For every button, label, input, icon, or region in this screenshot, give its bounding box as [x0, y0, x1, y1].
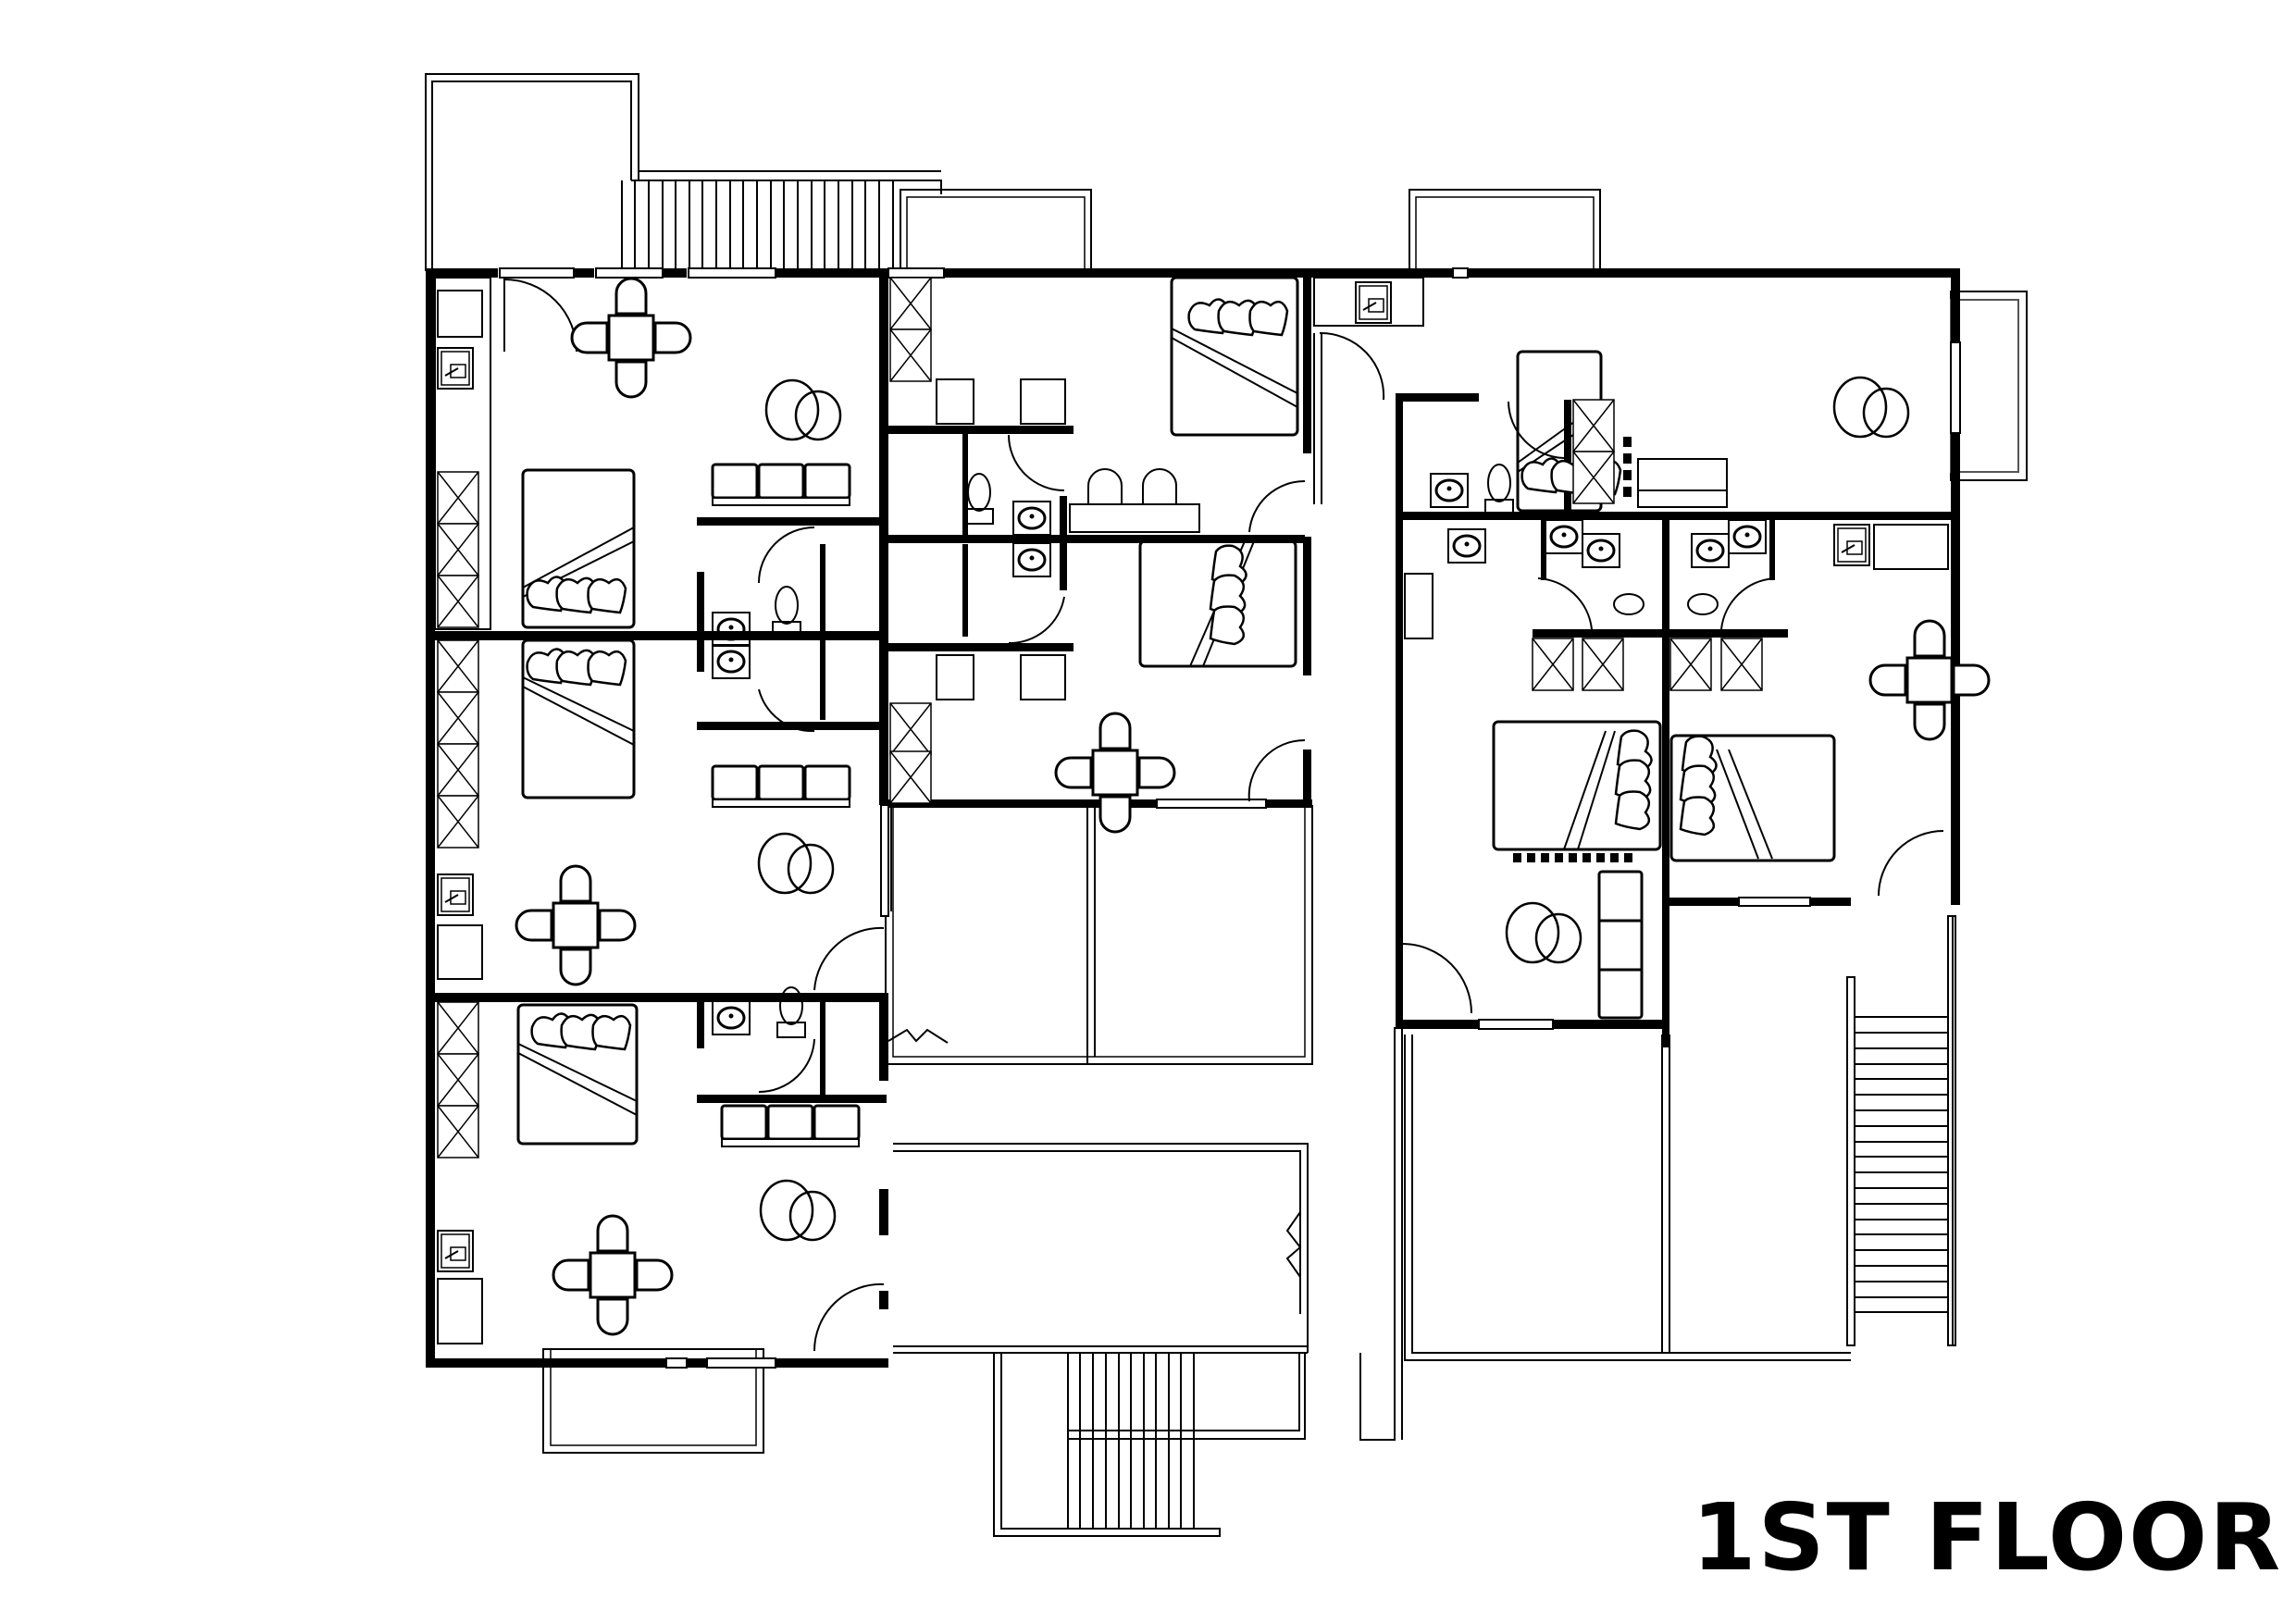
unit-bottom-left-furniture	[437, 986, 861, 1344]
unit-middle-left-furniture	[437, 586, 851, 986]
stair-entry-bottom-center	[993, 1353, 1306, 1537]
unit-top-right-furniture	[1313, 277, 1910, 515]
balcony-top-left	[425, 73, 942, 271]
door-swings	[503, 278, 1944, 1352]
balcony-right	[1950, 291, 2028, 481]
balcony-bottom-left	[542, 1348, 764, 1454]
unit-middle-center-furniture	[889, 539, 1297, 834]
corridor-outlines	[883, 333, 1954, 1441]
balcony-top-center	[900, 189, 1092, 272]
stair-top-left	[621, 180, 894, 270]
windows	[499, 267, 1961, 1369]
structural-walls	[426, 268, 1960, 1368]
stair-right	[1846, 915, 1956, 1346]
unit-top-center-furniture	[889, 276, 1299, 578]
floor-title: 1ST FLOOR	[1692, 1483, 2283, 1592]
unit-top-left-furniture	[434, 277, 851, 630]
balcony-top-right	[1409, 189, 1601, 272]
unit-lower-right-furniture	[1404, 518, 1991, 1020]
